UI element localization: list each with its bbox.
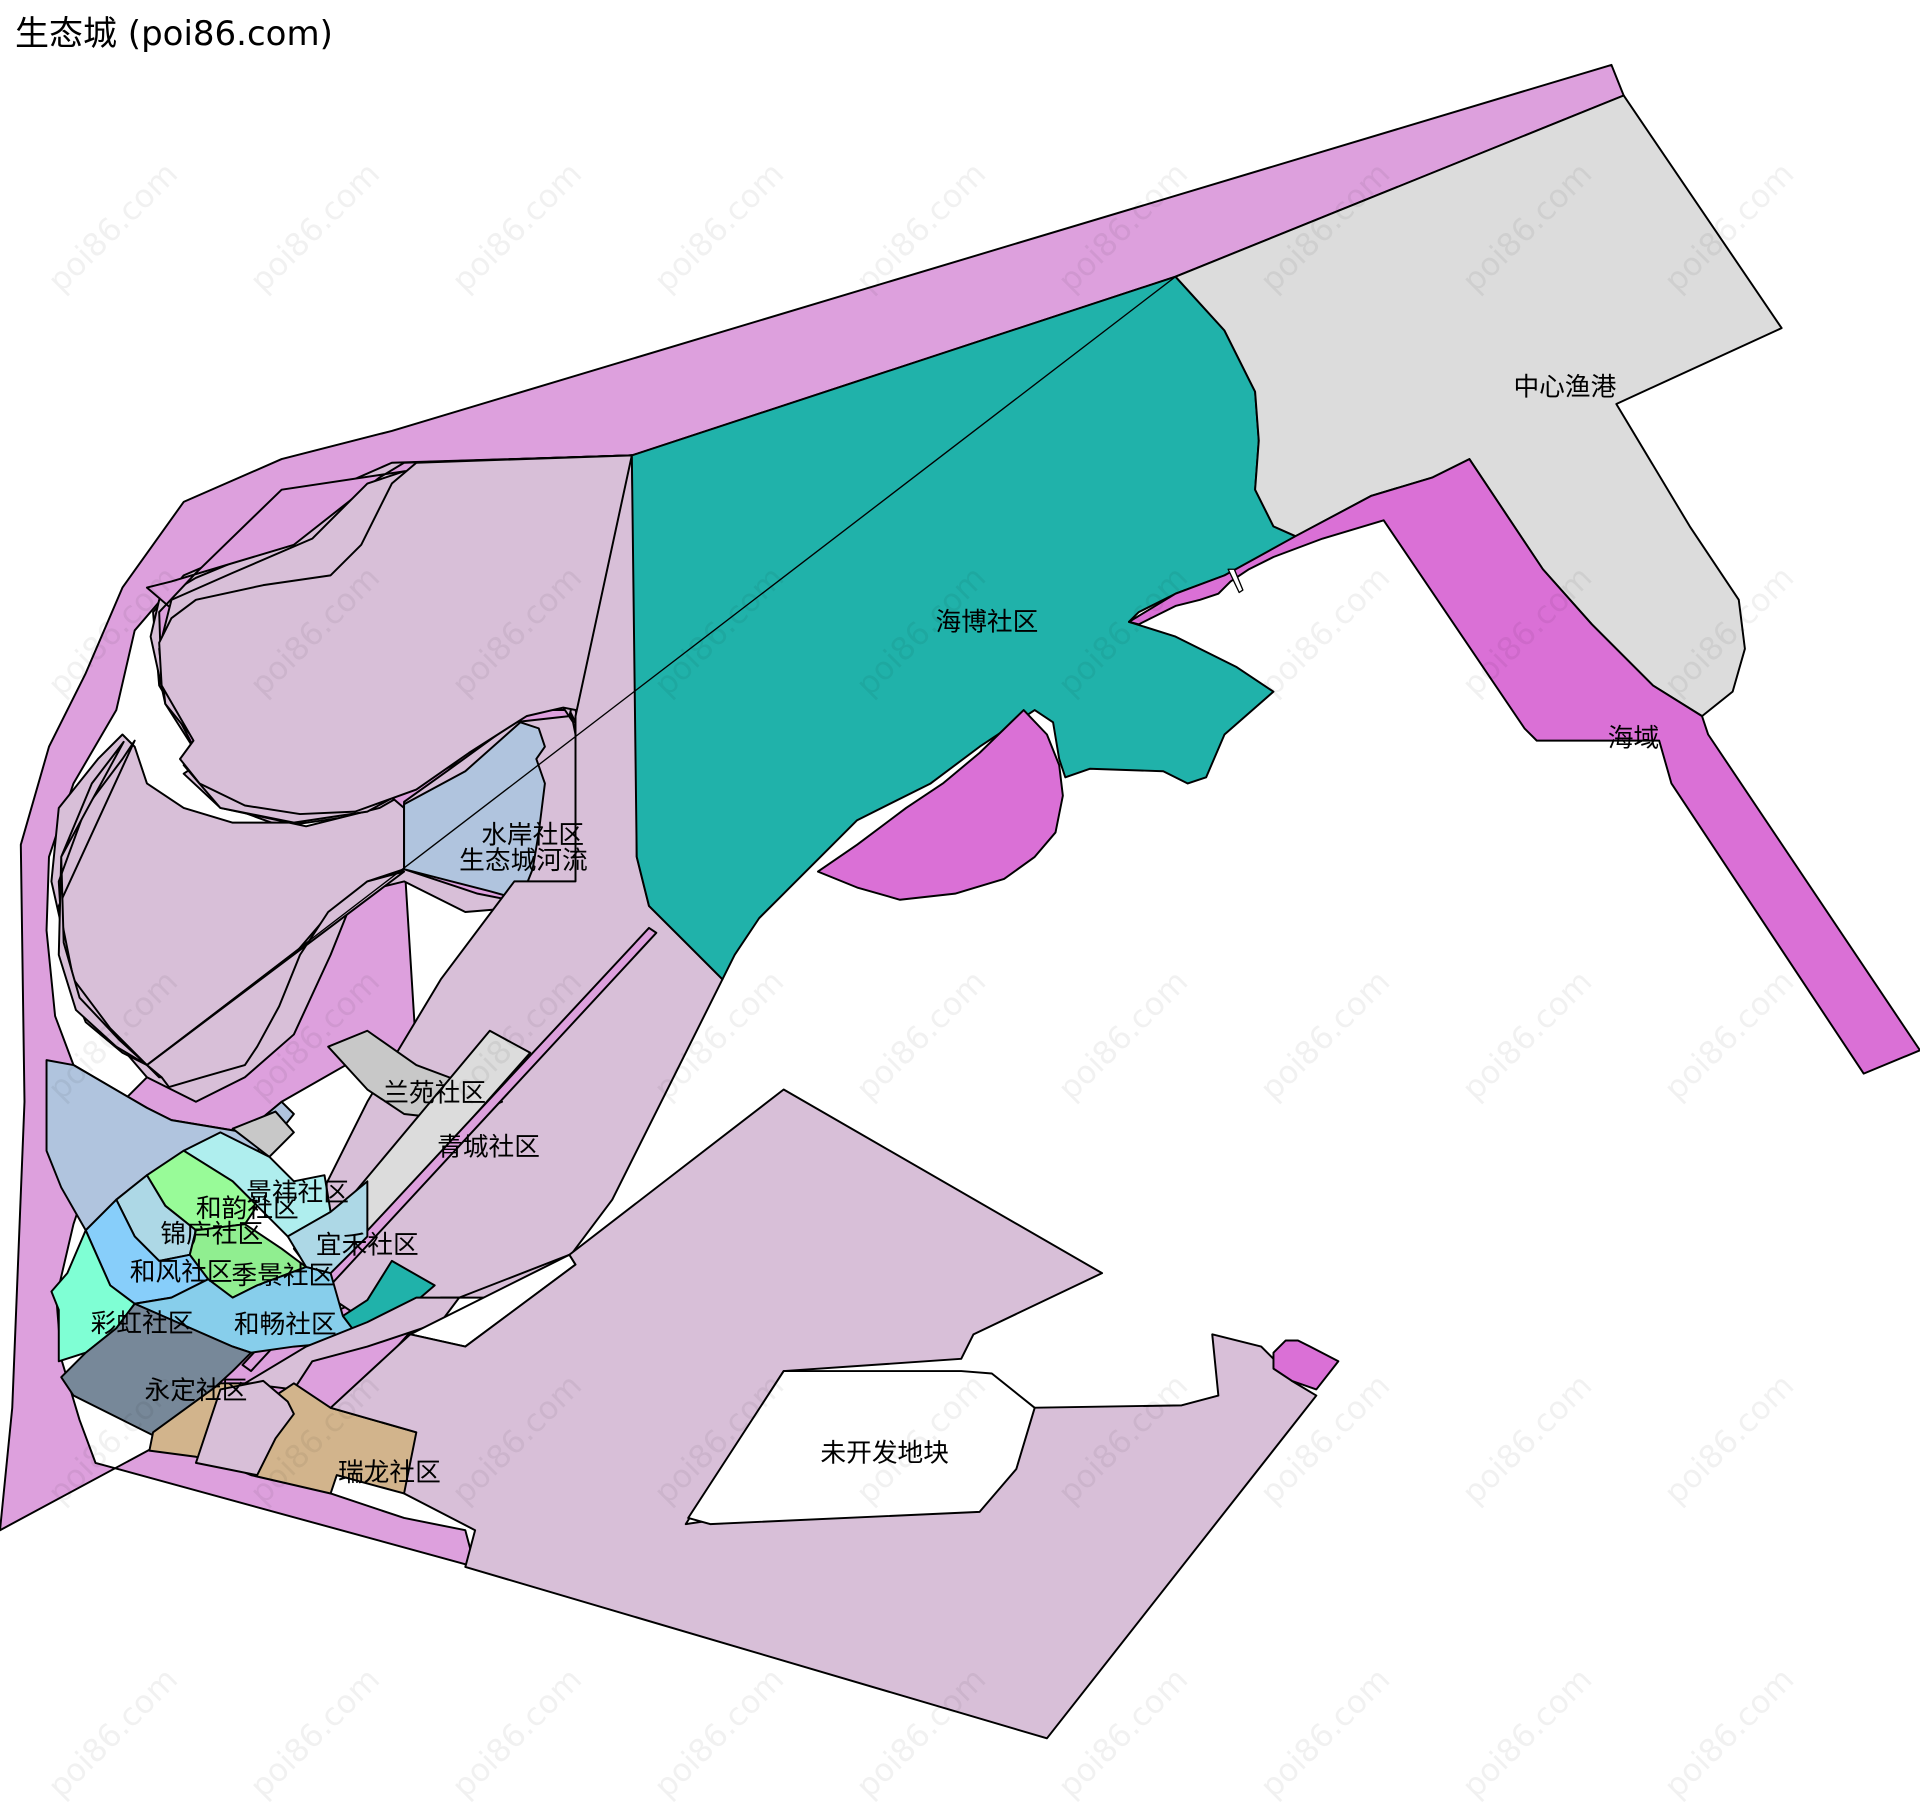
label-haiyu: 海域 [1608,724,1659,754]
label-heyun: 和韵社区 [196,1194,299,1224]
region-ruilong-inner[interactable] [194,1379,295,1477]
svg-text:poi86.com: poi86.com [848,962,993,1107]
svg-text:poi86.com: poi86.com [646,1660,791,1805]
label-weikaifa: 未开发地块 [820,1439,949,1469]
region-small-gray[interactable] [231,1110,295,1158]
region-shuian[interactable] [403,721,546,901]
region-rail-strip[interactable] [241,926,658,1373]
label-hechang: 和畅社区 [234,1310,337,1340]
region-haiyu[interactable] [1128,458,1920,1075]
label-hefeng: 和风社区 [130,1257,233,1287]
label-yongding: 永定社区 [144,1376,247,1406]
region-weikaifa[interactable] [687,1370,1036,1526]
label-yihe: 宜禾社区 [316,1231,419,1261]
svg-text:poi86.com: poi86.com [1656,1366,1801,1511]
svg-text:poi86.com: poi86.com [444,1660,589,1805]
region-pier [1227,568,1244,594]
label-lanyuan: 兰苑社区 [383,1079,486,1109]
svg-text:poi86.com: poi86.com [1454,962,1599,1107]
label-jinlu: 锦庐社区 [160,1220,263,1250]
label-shuian: 水岸社区 [481,820,584,850]
svg-text:poi86.com: poi86.com [646,154,791,299]
svg-text:poi86.com: poi86.com [40,1660,185,1805]
svg-text:poi86.com: poi86.com [1252,962,1397,1107]
svg-text:poi86.com: poi86.com [1454,1660,1599,1805]
region-labels: 海博社区 中心渔港 海域 水岸社区 生态城河流 兰苑社区 青城社区 景祎社区 和… [91,372,1660,1488]
svg-text:poi86.com: poi86.com [1454,1366,1599,1511]
label-jijing: 季景社区 [231,1261,334,1291]
svg-text:poi86.com: poi86.com [1656,962,1801,1107]
region-yongding[interactable] [60,1302,252,1440]
label-caihong: 彩虹社区 [91,1309,194,1339]
svg-text:poi86.com: poi86.com [1252,1660,1397,1805]
svg-text:poi86.com: poi86.com [40,154,185,299]
region-loop-thistle[interactable] [158,454,638,816]
map-title: 生态城 (poi86.com) [15,14,333,54]
region-se-pier[interactable] [1272,1339,1340,1391]
svg-text:poi86.com: poi86.com [444,154,589,299]
boundary-line [146,276,1176,1066]
region-south-block[interactable] [329,1088,1318,1740]
label-qingcheng: 青城社区 [437,1133,540,1163]
label-zhongxin-yugang: 中心渔港 [1513,372,1616,402]
label-river: 生态城河流 [459,846,588,876]
region-small-thistle-south[interactable] [243,1296,461,1391]
svg-text:poi86.com: poi86.com [242,1660,387,1805]
svg-text:poi86.com: poi86.com [1656,1660,1801,1805]
label-jingyi: 景祎社区 [246,1178,349,1208]
label-ruilong: 瑞龙社区 [338,1458,441,1488]
region-west-loop[interactable] [57,740,406,1089]
svg-text:poi86.com: poi86.com [242,154,387,299]
label-haibo: 海博社区 [936,607,1039,637]
svg-text:poi86.com: poi86.com [1252,558,1397,703]
region-orchid-bay[interactable] [816,709,1064,901]
svg-text:poi86.com: poi86.com [1050,962,1195,1107]
